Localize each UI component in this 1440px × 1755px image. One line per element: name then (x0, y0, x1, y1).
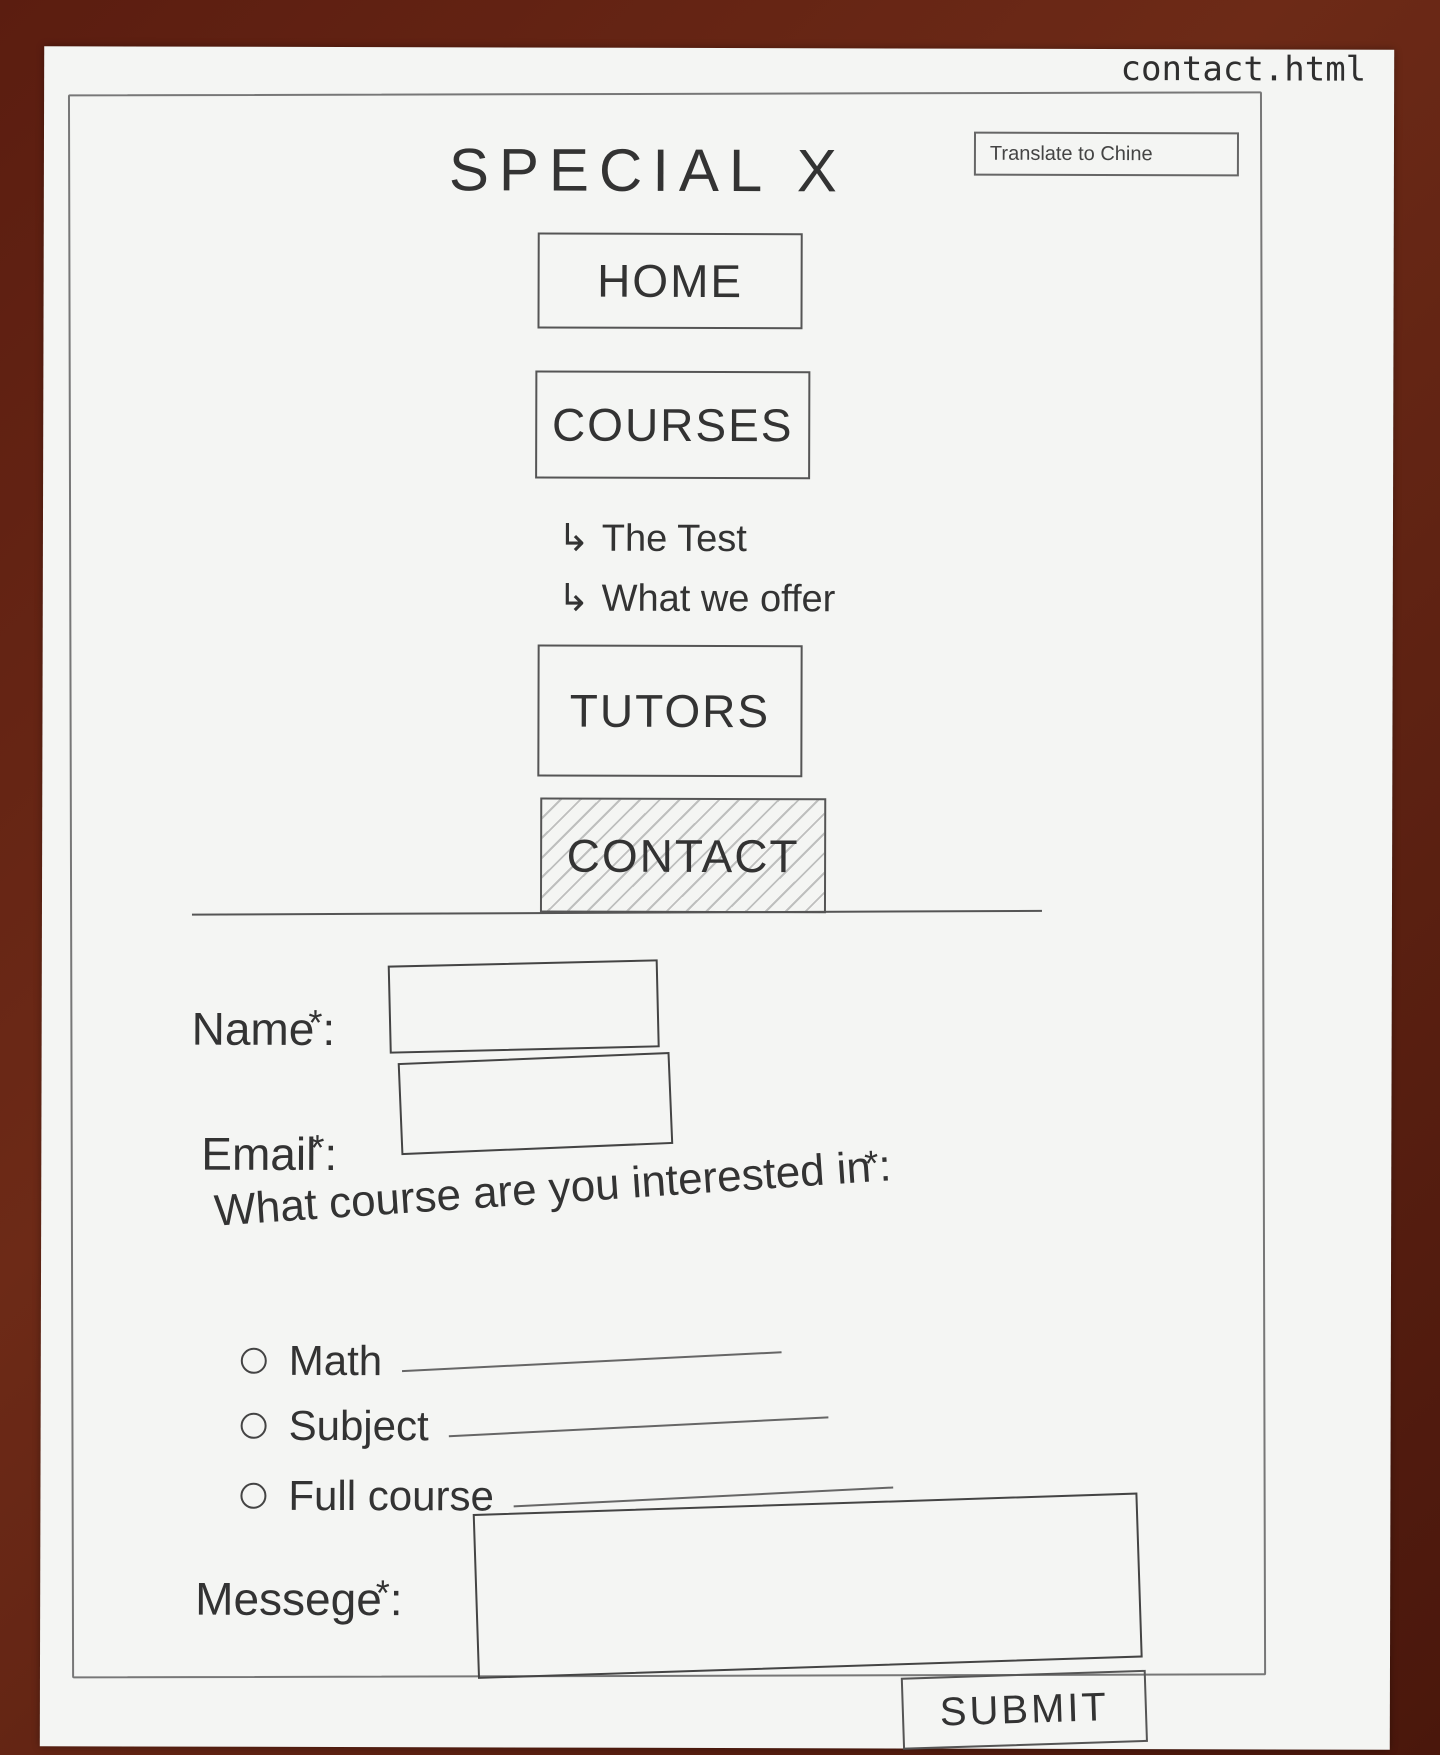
option-label: Subject (288, 1401, 429, 1450)
name-label-text: Name (191, 1002, 315, 1055)
nav-contact-button-active[interactable]: CONTACT (539, 797, 827, 914)
sub-arrow-icon: ↳ (557, 577, 590, 620)
email-label: Email*: (201, 1127, 337, 1181)
subnav-label: What we offer (601, 577, 836, 621)
label-colon: : (322, 1002, 336, 1056)
option-label: Full course (288, 1471, 494, 1520)
label-colon: : (389, 1573, 403, 1626)
name-input[interactable] (387, 959, 660, 1054)
subnav-item-what-we-offer[interactable]: ↳ What we offer (558, 576, 836, 622)
file-name-label: contact.html (1120, 49, 1367, 90)
sub-arrow-icon: ↳ (557, 517, 590, 560)
course-option-math[interactable]: Math (240, 1336, 782, 1386)
email-input[interactable] (397, 1051, 674, 1156)
site-title: SPECIAL X (448, 136, 847, 205)
required-asterisk: * (375, 1572, 390, 1614)
sketch-paper: contact.html SPECIAL X Translate to Chin… (39, 46, 1395, 1750)
option-label: Math (288, 1336, 383, 1385)
option-underline (448, 1416, 829, 1438)
subnav-item-the-test[interactable]: ↳ The Test (558, 516, 747, 561)
name-label: Name*: (192, 1002, 336, 1056)
label-colon: : (324, 1127, 338, 1181)
required-asterisk: * (308, 1001, 323, 1043)
nav-courses-button[interactable]: COURSES (535, 370, 811, 480)
nav-home-button[interactable]: HOME (537, 232, 803, 330)
option-underline (402, 1351, 782, 1373)
translate-button[interactable]: Translate to Chine (973, 131, 1240, 177)
message-textarea[interactable] (472, 1492, 1143, 1679)
course-option-subject[interactable]: Subject (240, 1401, 829, 1452)
message-label: Messege*: (195, 1572, 403, 1627)
submit-button[interactable]: SUBMIT (900, 1669, 1148, 1750)
nav-tutors-button[interactable]: TUTORS (537, 644, 803, 778)
radio-button[interactable] (240, 1482, 267, 1509)
subnav-label: The Test (601, 517, 747, 561)
required-asterisk: * (310, 1126, 325, 1168)
radio-button[interactable] (240, 1412, 267, 1439)
radio-button[interactable] (240, 1347, 267, 1374)
message-label-text: Messege (195, 1572, 382, 1626)
email-label-text: Email (201, 1127, 317, 1180)
